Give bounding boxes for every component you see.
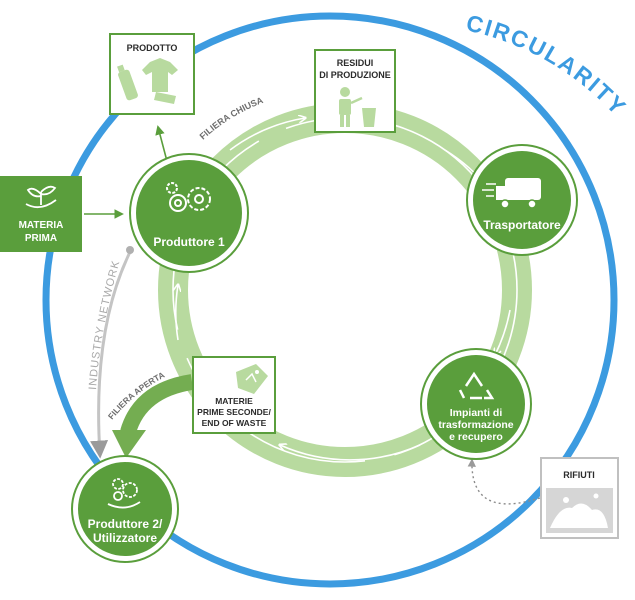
gears-hand-icon	[107, 478, 141, 509]
open-chain-arrowhead	[112, 430, 146, 458]
box-secondary-raw-materials[interactable]: MATERIE PRIME SECONDE/ END OF WASTE	[192, 356, 276, 434]
secondary-label-1: MATERIE	[215, 396, 253, 406]
sprout-hand-icon	[25, 185, 57, 209]
box-waste[interactable]: RIFIUTI	[540, 457, 619, 539]
raw-material-label-1: MATERIA	[19, 220, 64, 231]
person-waste-icon	[339, 87, 376, 127]
waste-label: RIFIUTI	[563, 470, 595, 480]
transporter-label: Trasportatore	[483, 218, 561, 232]
plants-label-3: e recupero	[449, 431, 503, 443]
box-production-residues[interactable]: RESIDUI DI PRODUZIONE	[314, 49, 396, 133]
circularity-ring	[42, 12, 618, 588]
node-transporter[interactable]: Trasportatore	[466, 144, 578, 256]
open-chain-arrow	[120, 374, 194, 435]
plants-label-1: Impianti di	[450, 407, 503, 419]
box-raw-material[interactable]: MATERIA PRIMA	[0, 176, 82, 252]
raw-material-label-2: PRIMA	[25, 233, 57, 244]
secondary-label-2: PRIME SECONDE/	[197, 407, 271, 417]
gears-icon	[166, 182, 211, 212]
residues-label-2: DI PRODUZIONE	[319, 70, 391, 80]
product-label: PRODOTTO	[127, 43, 178, 53]
waste-to-plants-arrow	[467, 458, 541, 505]
bottle-shirt-icon	[117, 58, 178, 104]
recycle-icon	[458, 371, 495, 400]
residues-label-1: RESIDUI	[337, 58, 374, 68]
producer-2-label-1: Produttore 2/	[88, 517, 163, 531]
waste-pile-icon	[546, 488, 613, 533]
loop-arrow-bottom	[280, 445, 421, 461]
plants-label-2: trasformazione	[438, 419, 513, 431]
truck-icon	[482, 178, 541, 209]
industry-network-label: INDUSTRY NETWORK	[87, 259, 123, 390]
producer-2-label-2: Utilizzatore	[93, 531, 157, 545]
node-recovery-plants[interactable]: Impianti di trasformazione e recupero	[420, 348, 532, 460]
industry-network-arc	[90, 251, 132, 459]
loop-arrow-left	[176, 285, 178, 341]
secondary-label-3: END OF WASTE	[202, 418, 267, 428]
node-producer-2[interactable]: Produttore 2/ Utilizzatore	[71, 455, 179, 563]
recycle-tag-icon	[236, 364, 268, 394]
node-producer-1[interactable]: Produttore 1	[129, 153, 249, 273]
box-product[interactable]: PRODOTTO	[109, 33, 195, 115]
industry-network-dot	[126, 246, 134, 254]
loop-arrow-top	[229, 118, 305, 151]
producer-1-label: Produttore 1	[153, 235, 225, 249]
